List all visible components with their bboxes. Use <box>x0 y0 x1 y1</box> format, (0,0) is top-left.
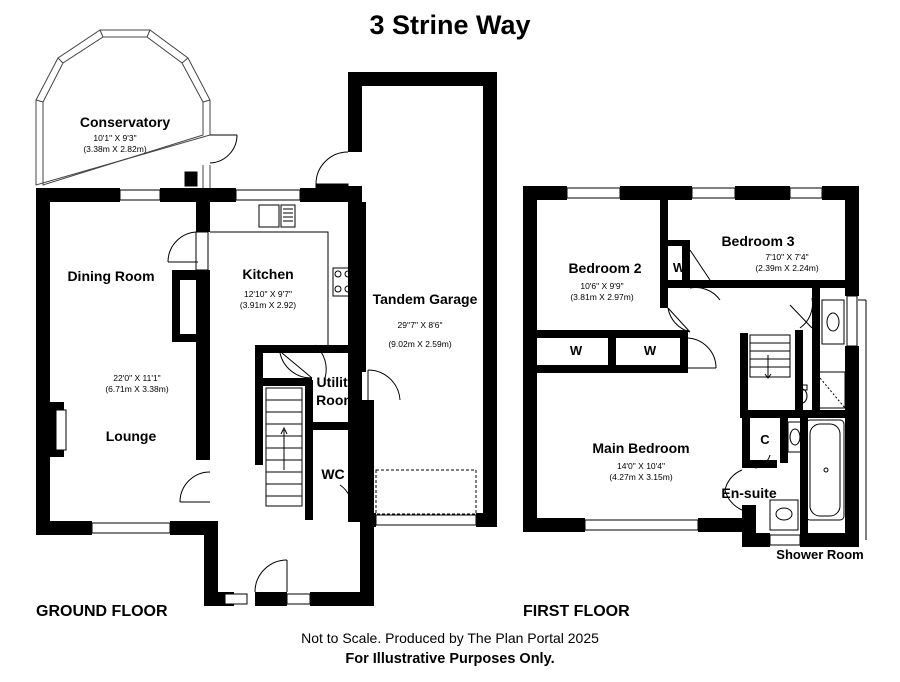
bedroom3-label: Bedroom 3 <box>721 233 795 249</box>
ground-floor-windows <box>91 189 311 605</box>
first-floor-heading: FIRST FLOOR <box>523 603 630 620</box>
garage-dimensions-metric: (9.02m X 2.59m) <box>388 339 452 349</box>
garage-dimensions-imperial: 29''7" X 8'6" <box>397 320 443 330</box>
lounge-dimensions-imperial: 22'0" X 11'1" <box>113 373 161 383</box>
fireplace <box>55 409 67 451</box>
wardrobe-bedroom3-label: W <box>672 260 686 275</box>
kitchen-label: Kitchen <box>242 266 294 282</box>
dining-room-label: Dining Room <box>67 268 155 284</box>
conservatory-door <box>184 134 238 187</box>
bedroom3-dimensions-metric: (2.39m X 2.24m) <box>755 263 819 273</box>
bedroom2-label: Bedroom 2 <box>568 260 642 276</box>
garage-walls <box>348 72 497 527</box>
first-floor-plan <box>523 186 867 547</box>
cupboard-label: C <box>760 432 770 447</box>
footer-illustrative-note: For Illustrative Purposes Only. <box>345 651 555 667</box>
first-floor-stairs <box>749 334 791 379</box>
first-floor-walls <box>523 186 859 547</box>
bedroom3-dimensions-imperial: 7'10" X 7'4" <box>765 252 809 262</box>
first-floor-doors <box>667 287 813 511</box>
ground-floor-plan <box>35 29 497 606</box>
garage-fittings <box>315 151 477 526</box>
conservatory-dimensions-metric: (3.38m X 2.82m) <box>83 144 147 154</box>
main-bedroom-label: Main Bedroom <box>592 440 690 456</box>
lounge-label: Lounge <box>105 428 157 444</box>
bedroom2-dimensions-metric: (3.81m X 2.97m) <box>570 292 634 302</box>
wardrobe-main-1-label: W <box>569 343 583 358</box>
utility-room-label-line2: Room <box>316 392 356 408</box>
wardrobe-fittings <box>545 249 711 372</box>
main-bedroom-dimensions-metric: (4.27m X 3.15m) <box>609 472 673 482</box>
bedroom2-dimensions-imperial: 10'6" X 9'9" <box>580 281 624 291</box>
wc-label: WC <box>321 466 345 482</box>
plan-title: 3 Strine Way <box>369 10 531 40</box>
lounge-dimensions-metric: (6.71m X 3.38m) <box>105 384 169 394</box>
conservatory-label: Conservatory <box>79 114 171 130</box>
conservatory-dimensions-imperial: 10'1" X 9'3" <box>93 133 137 143</box>
footer-disclaimer: Not to Scale. Produced by The Plan Porta… <box>301 630 599 646</box>
ground-floor-stairs <box>265 387 303 507</box>
main-bedroom-dimensions-imperial: 14'0" X 10'4" <box>616 461 666 471</box>
shower-room-fittings <box>769 299 867 540</box>
wardrobe-main-2-label: W <box>643 343 657 358</box>
first-floor-windows <box>566 187 858 546</box>
kitchen-dimensions-imperial: 12'10" X 9'7" <box>243 289 293 299</box>
conservatory-walls <box>35 29 211 190</box>
kitchen-fittings <box>210 204 354 345</box>
shower-room-label: Shower Room <box>776 547 864 562</box>
ground-floor-heading: GROUND FLOOR <box>36 603 168 620</box>
utility-room-label-line1: Utility <box>316 374 356 390</box>
kitchen-dimensions-metric: (3.91m X 2.92) <box>239 300 297 310</box>
ensuite-label: En-suite <box>721 485 777 501</box>
garage-label: Tandem Garage <box>372 291 478 307</box>
